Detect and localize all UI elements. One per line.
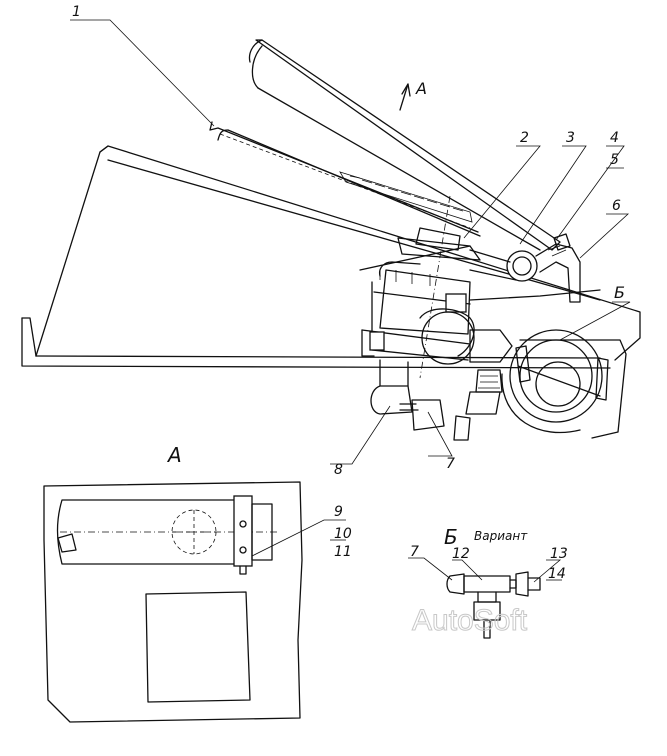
callout-14: 14 bbox=[548, 566, 566, 582]
hinge-assembly bbox=[359, 227, 581, 303]
callout-1: 1 bbox=[72, 4, 81, 20]
callout-8: 8 bbox=[334, 462, 343, 478]
leader-lines bbox=[70, 19, 631, 465]
callout-3: 3 bbox=[566, 130, 575, 146]
pedal-lever bbox=[248, 39, 561, 251]
arrow-a-label: A bbox=[415, 79, 427, 98]
callout-5: 5 bbox=[610, 152, 619, 168]
callout-7: 7 bbox=[446, 456, 455, 472]
callout-12: 12 bbox=[452, 546, 470, 562]
callout-6: 6 bbox=[612, 198, 621, 214]
callout-2: 2 bbox=[520, 130, 529, 146]
roller-assembly bbox=[501, 329, 627, 439]
watermark: AutoSoft bbox=[412, 604, 528, 637]
callout-7-variant: 7 bbox=[410, 544, 419, 560]
callout-11: 11 bbox=[334, 544, 352, 560]
valve-body bbox=[361, 195, 601, 379]
frame bbox=[21, 145, 641, 369]
callout-9: 9 bbox=[334, 504, 343, 520]
callout-10: 10 bbox=[334, 526, 352, 542]
pedal-plate bbox=[209, 121, 481, 237]
section-b-label: Б bbox=[614, 283, 625, 302]
variant-label: Вариант bbox=[474, 529, 528, 543]
view-b-variant: Б Вариант 7 12 13 14 bbox=[408, 525, 568, 639]
view-arrow-a: A bbox=[399, 79, 427, 111]
view-a: A 9 10 11 bbox=[43, 443, 352, 723]
pipe-fittings bbox=[370, 329, 513, 441]
main-view: A 1 2 3 4 5 6 Б 8 7 bbox=[21, 4, 641, 478]
view-a-title: A bbox=[166, 443, 182, 467]
callout-13: 13 bbox=[550, 546, 568, 562]
callout-4: 4 bbox=[610, 130, 619, 146]
view-b-title: Б bbox=[444, 525, 458, 549]
